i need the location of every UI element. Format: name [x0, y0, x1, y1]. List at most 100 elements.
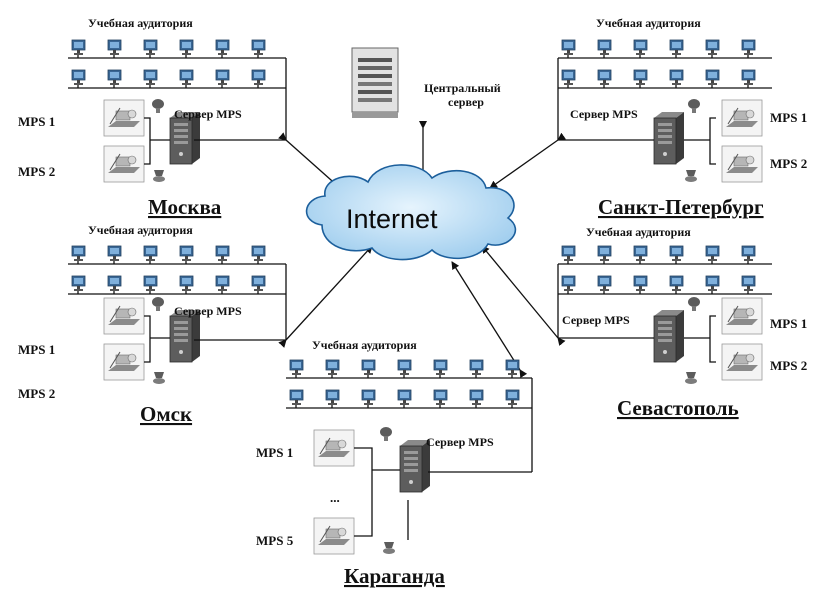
printer-icon: [153, 372, 165, 384]
mps1-label: MPS 1: [256, 445, 293, 460]
classroom-label: Учебная аудитория: [596, 16, 701, 30]
mps2-label: MPS 2: [18, 386, 55, 401]
printer-icon: [383, 542, 395, 554]
computer-icon: [597, 245, 612, 261]
computer-icon: [469, 359, 484, 375]
mps-station-icon: [313, 429, 355, 467]
computer-icon: [669, 245, 684, 261]
connector-line: [451, 261, 528, 379]
computer-icon: [561, 39, 576, 55]
camera-icon: [152, 297, 164, 311]
mps-ellipsis: ...: [330, 490, 340, 505]
computer-icon: [215, 245, 230, 261]
mps1-label: MPS 1: [770, 316, 807, 331]
server-label: Сервер MPS: [562, 313, 630, 327]
computer-icon: [669, 69, 684, 85]
computer-icon: [633, 245, 648, 261]
computer-icon: [215, 69, 230, 85]
mps-station-icon: [103, 297, 145, 335]
city-karaganda: Караганда: [344, 564, 445, 588]
computer-icon: [705, 39, 720, 55]
connector-line: [709, 315, 716, 363]
mps-station-icon: [103, 99, 145, 137]
camera-icon: [380, 427, 392, 441]
computer-icon: [705, 275, 720, 291]
computer-icon: [705, 69, 720, 85]
city-spb: Санкт-Петербург: [598, 195, 764, 219]
computer-icon: [741, 69, 756, 85]
computer-icon: [143, 245, 158, 261]
connector-line: [144, 315, 151, 363]
connector-line: [489, 132, 567, 189]
computer-icon: [179, 39, 194, 55]
server-label: Сервер MPS: [174, 304, 242, 318]
connector-line: [481, 245, 566, 346]
server-label: Сервер MPS: [426, 435, 494, 449]
connector-line: [144, 117, 151, 165]
computer-icon: [597, 69, 612, 85]
computer-icon: [251, 275, 266, 291]
camera-icon: [688, 297, 700, 311]
computer-icon: [469, 389, 484, 405]
computer-icon: [179, 69, 194, 85]
city-sevastopol: Севастополь: [617, 396, 739, 420]
camera-icon: [688, 99, 700, 113]
connector-line: [278, 132, 341, 189]
computer-icon: [251, 39, 266, 55]
computer-icon: [325, 389, 340, 405]
mps-station-icon: [313, 517, 355, 555]
computer-icon: [505, 359, 520, 375]
central-server: Центральный сервер: [351, 47, 501, 118]
computer-icon: [561, 275, 576, 291]
mps-station-icon: [721, 99, 763, 137]
city-omsk: Омск: [140, 402, 193, 426]
computer-icon: [71, 69, 86, 85]
mps1-label: MPS 1: [770, 110, 807, 125]
classroom-label: Учебная аудитория: [88, 16, 193, 30]
computer-icon: [71, 39, 86, 55]
computer-icon: [215, 275, 230, 291]
computer-icon: [289, 359, 304, 375]
computer-icon: [741, 275, 756, 291]
computer-icon: [597, 275, 612, 291]
computer-icon: [71, 245, 86, 261]
computer-icon: [561, 69, 576, 85]
computer-icon: [361, 389, 376, 405]
computer-icon: [251, 69, 266, 85]
computer-icon: [143, 69, 158, 85]
connector-line: [709, 117, 716, 165]
computer-icon: [107, 39, 122, 55]
classroom-label: Учебная аудитория: [312, 338, 417, 352]
mps2-label: MPS 2: [770, 358, 807, 373]
mps-station-icon: [721, 145, 763, 183]
computer-icon: [397, 359, 412, 375]
mps-station-icon: [721, 297, 763, 335]
central-server-label-line2: сервер: [448, 95, 484, 109]
rack-server-icon: [351, 47, 399, 118]
mps2-label: MPS 2: [770, 156, 807, 171]
printer-icon: [153, 170, 165, 182]
central-server-label-line1: Центральный: [424, 81, 501, 95]
computer-icon: [433, 359, 448, 375]
camera-icon: [152, 99, 164, 113]
mps-station-icon: [103, 145, 145, 183]
computer-icon: [361, 359, 376, 375]
computer-icon: [325, 359, 340, 375]
mps5-label: MPS 5: [256, 533, 294, 548]
computer-icon: [215, 39, 230, 55]
computer-icon: [669, 275, 684, 291]
mps1-label: MPS 1: [18, 114, 55, 129]
computer-icon: [143, 39, 158, 55]
computer-icon: [633, 69, 648, 85]
computer-icon: [633, 275, 648, 291]
printer-icon: [685, 170, 697, 182]
computer-icon: [143, 275, 158, 291]
server-tower-icon: [399, 440, 430, 493]
computer-icon: [705, 245, 720, 261]
server-tower-icon: [653, 310, 684, 363]
server-tower-icon: [169, 112, 200, 165]
